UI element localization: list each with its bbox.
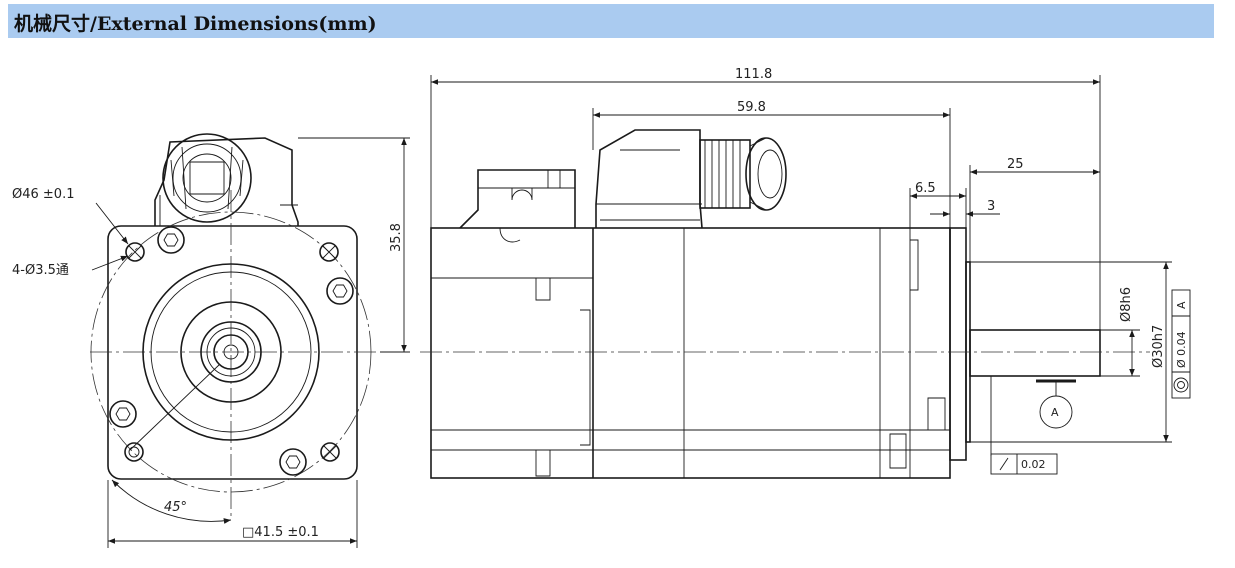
dim-connector-length: 59.8 <box>737 100 766 115</box>
angle-label: 45° <box>164 500 187 515</box>
side-view <box>420 75 1191 479</box>
dim-total-length: 111.8 <box>735 67 772 82</box>
height-label: 35.8 <box>389 223 404 252</box>
front-shaft <box>213 334 249 370</box>
front-pcd-circle <box>90 211 372 493</box>
concentricity-frame <box>1171 289 1191 399</box>
datum-a <box>1036 379 1076 429</box>
header-bar: 机械尺寸/External Dimensions(mm) <box>8 4 1214 38</box>
dim-shaft-length: 25 <box>1007 157 1024 172</box>
front-inner-boss <box>180 301 282 403</box>
front-connector-housing <box>154 137 299 226</box>
mount-hole-br <box>320 442 340 462</box>
front-cable-gland <box>162 133 252 223</box>
side-shaft <box>969 329 1101 377</box>
side-flange <box>949 227 967 461</box>
side-motor-body <box>430 227 951 479</box>
square-label: □41.5 ±0.1 <box>242 525 319 540</box>
dim-flange-offset: 6.5 <box>915 181 936 196</box>
concentricity-value: Ø 0.04 <box>1175 331 1188 368</box>
hex-screw-3 <box>109 400 137 428</box>
dim-shaft-dia: Ø8h6 <box>1119 287 1134 322</box>
page-title: 机械尺寸/External Dimensions(mm) <box>14 13 377 35</box>
datum-a-label: A <box>1051 406 1059 419</box>
concentricity-icon <box>1173 377 1189 393</box>
concentricity-datum: A <box>1175 301 1188 309</box>
hex-screw-2 <box>326 277 354 305</box>
holes-label: 4-Ø3.5通 <box>12 263 69 278</box>
front-outer-boss <box>142 263 320 441</box>
side-power-connector <box>595 129 703 229</box>
front-view <box>90 133 410 548</box>
front-flange-square <box>107 225 358 480</box>
runout-value: 0.02 <box>1021 458 1046 471</box>
dim-flange-thickness: 3 <box>987 199 995 214</box>
hex-screw-4 <box>279 448 307 476</box>
dim-spigot-dia: Ø30h7 <box>1151 325 1166 368</box>
hex-screw-1 <box>157 226 185 254</box>
side-power-gland <box>699 139 751 209</box>
mount-hole-tr <box>319 242 339 262</box>
mount-hole-tl <box>125 242 145 262</box>
runout-icon <box>999 457 1009 471</box>
runout-frame <box>990 376 1058 475</box>
side-encoder-housing <box>459 169 576 229</box>
pcd-label: Ø46 ±0.1 <box>12 187 74 202</box>
mount-hole-bl <box>124 442 144 462</box>
